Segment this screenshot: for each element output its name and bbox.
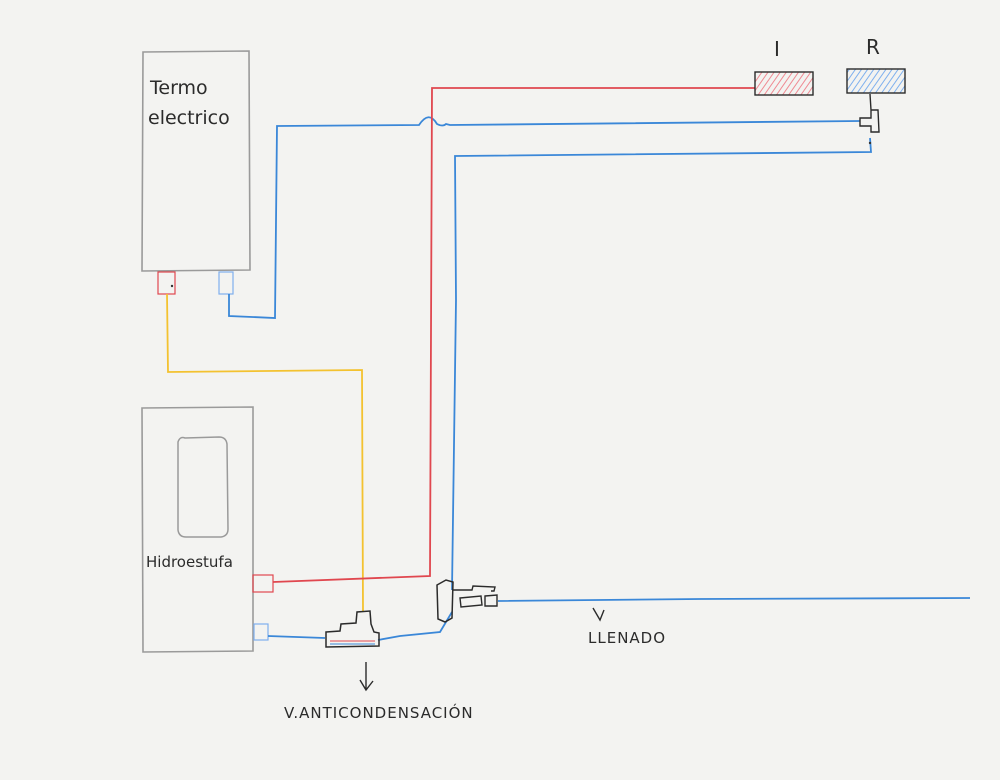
termo-body: [141, 50, 251, 272]
radiator-r-dot: [868, 141, 872, 145]
valve-label: V.ANTICONDENSACIÓN: [284, 703, 474, 722]
red-pipe-supply: [272, 87, 755, 583]
filling-valve: LLENADO: [436, 579, 666, 647]
radiator-r-body: [846, 68, 906, 94]
yellow-pipe: [166, 293, 364, 613]
hidroestufa: Hidroestufa: [141, 406, 274, 653]
hidroestufa-body: [141, 406, 254, 653]
llenado-label: LLENADO: [588, 629, 666, 647]
llenado-arrow: [592, 607, 605, 622]
termo-hot-port: [157, 271, 176, 295]
hidroestufa-window: [177, 436, 229, 538]
valve-body: [325, 610, 380, 648]
anticondensation-valve: V.ANTICONDENSACIÓN: [284, 610, 474, 722]
radiator-i-label: I: [774, 37, 780, 61]
blue-pipe-llenado: [497, 597, 971, 602]
hidroestufa-label: Hidroestufa: [146, 553, 233, 571]
radiator-r-label: R: [866, 35, 880, 59]
termo-label-line2: electrico: [148, 107, 230, 129]
radiator-r: R: [846, 35, 906, 145]
filling-valve-handle: [453, 585, 496, 592]
hidroestufa-cold-port: [253, 623, 269, 641]
termo-electrico: Termo electrico: [141, 50, 251, 295]
filling-valve-nut: [484, 594, 498, 607]
valve-arrow: [359, 662, 374, 692]
blue-pipe-return: [451, 137, 872, 591]
termo-label-line1: Termo: [149, 77, 208, 99]
radiator-r-valve: [859, 93, 880, 133]
filling-valve-body: [436, 579, 454, 623]
radiator-i: I: [754, 37, 814, 96]
blue-pipe-valve-to-fill: [377, 611, 453, 641]
blue-pipe-termo-to-r: [228, 116, 861, 319]
hidroestufa-hot-port: [252, 574, 274, 593]
termo-port-dot: [170, 284, 174, 288]
radiator-i-body: [754, 71, 814, 96]
termo-cold-port: [218, 271, 234, 295]
blue-pipe-stove-to-valve: [267, 635, 326, 639]
filling-valve-stem: [459, 595, 483, 608]
